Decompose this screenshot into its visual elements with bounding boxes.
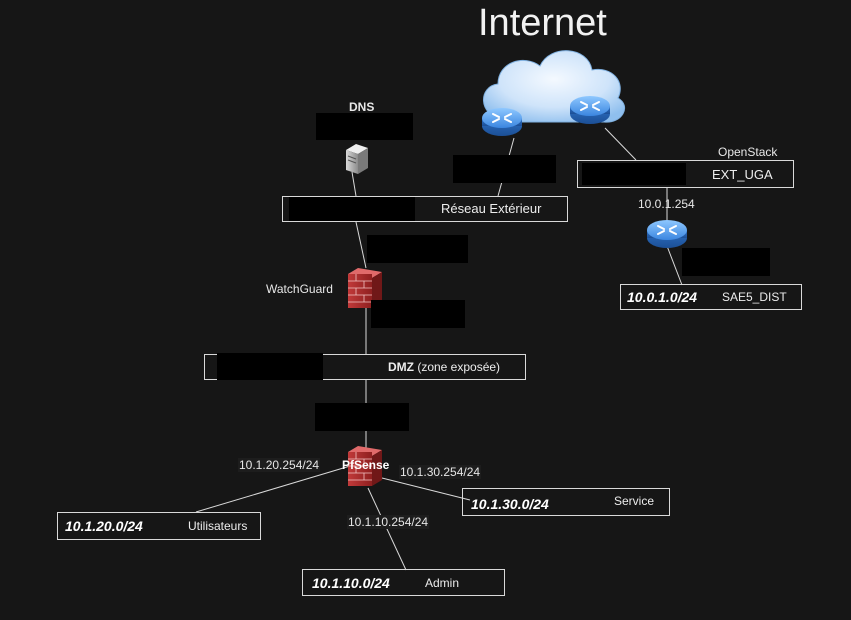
openstack-label: OpenStack (718, 145, 778, 159)
link-exterior-watchguard (355, 221, 367, 269)
users-network-box (57, 512, 261, 540)
service-network-box (462, 488, 670, 516)
dmz-suffix: (zone exposée) (414, 360, 501, 374)
link-pfsense-users (195, 465, 351, 513)
link-dns-exterior (351, 171, 357, 197)
dns-label: DNS (349, 100, 375, 114)
exterior-network-name: Réseau Extérieur (441, 201, 542, 216)
firewall-icon (348, 268, 382, 308)
router-icon (482, 108, 522, 136)
openstack-ext-uga-box (577, 160, 794, 188)
redacted-block (289, 197, 415, 221)
redacted-block (316, 113, 413, 140)
ext-uga-label: EXT_UGA (712, 167, 773, 182)
pfsense-ip-users: 10.1.20.254/24 (238, 458, 321, 472)
redacted-block (453, 155, 556, 183)
admin-network-name: Admin (425, 576, 460, 590)
connectors (195, 127, 683, 571)
exterior-network-box (282, 196, 568, 222)
users-network-address: 10.1.20.0/24 (65, 518, 143, 534)
users-network-name: Utilisateurs (188, 519, 248, 533)
admin-network-address: 10.1.10.0/24 (312, 575, 390, 591)
redacted-block (371, 300, 465, 328)
link-pfsense-admin (367, 487, 407, 571)
watchguard-label: WatchGuard (266, 282, 333, 296)
link-pfsense-service (381, 477, 471, 501)
router-icon (647, 220, 687, 248)
service-network-address: 10.1.30.0/24 (471, 496, 549, 512)
pfsense-label: PfSense (342, 458, 390, 472)
service-network-name: Service (614, 494, 655, 508)
admin-network-box (302, 569, 505, 596)
router-icon (570, 96, 610, 124)
firewall-icon (348, 446, 382, 486)
diagram-title: Internet (478, 2, 607, 44)
redacted-block (682, 248, 770, 276)
sae5-network-box (620, 284, 802, 310)
dmz-name: DMZ (388, 360, 414, 374)
dmz-network-box (204, 354, 526, 380)
sae5-network-name: SAE5_DIST (722, 290, 787, 304)
redacted-block (217, 353, 323, 380)
link-internet-openstack (604, 127, 637, 161)
redacted-block (582, 163, 686, 185)
sae5-network-address: 10.0.1.0/24 (627, 289, 698, 305)
dmz-label: DMZ (zone exposée) (388, 360, 500, 374)
link-router-sae5 (666, 245, 683, 286)
pfsense-ip-service: 10.1.30.254/24 (399, 465, 482, 479)
redacted-block (315, 403, 409, 431)
pfsense-ip-admin: 10.1.10.254/24 (347, 515, 430, 529)
openstack-router-ip: 10.0.1.254 (638, 197, 695, 211)
server-icon (346, 144, 368, 174)
redacted-block (367, 235, 468, 263)
